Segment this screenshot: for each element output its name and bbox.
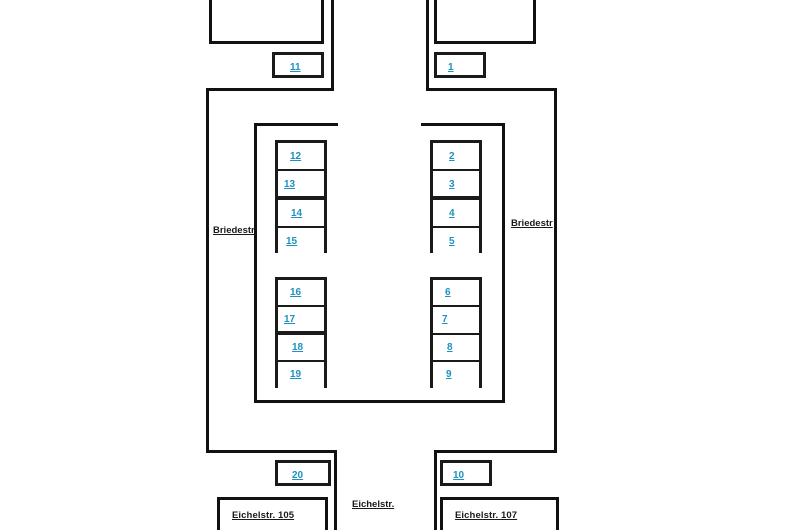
stall-5[interactable]: 5	[433, 228, 479, 256]
stall-3[interactable]: 3	[433, 171, 479, 200]
stall-7[interactable]: 7	[433, 307, 479, 335]
stall-20[interactable]: 20	[275, 460, 331, 486]
stall-number: 11	[290, 62, 301, 73]
stall-17[interactable]: 17	[278, 307, 324, 335]
stall-4[interactable]: 4	[433, 200, 479, 228]
stall-2[interactable]: 2	[433, 143, 479, 171]
stall-stack-upper-right: 2 3 4 5	[430, 140, 482, 256]
boundary-line-outer-top-right	[426, 88, 557, 91]
stall-number: 5	[449, 236, 455, 247]
boundary-line-lower-left-spur	[334, 450, 337, 530]
stall-number: 9	[446, 369, 452, 380]
building-briedestr-122: Briedestr. 122	[434, 0, 536, 44]
boundary-line-outer-bottom-right	[434, 450, 557, 453]
inner-boundary-right	[502, 123, 505, 403]
building-label: Eichelstr. 107	[455, 510, 518, 521]
stall-number: 13	[284, 179, 296, 190]
stall-number: 18	[292, 342, 304, 353]
stall-number: 12	[290, 151, 302, 162]
stall-number: 4	[449, 208, 455, 219]
stall-number: 8	[447, 342, 453, 353]
boundary-line-upper-right-spur	[426, 0, 429, 88]
stall-11[interactable]: 11	[272, 52, 324, 78]
stall-12[interactable]: 12	[278, 143, 324, 171]
stall-number: 6	[445, 287, 451, 298]
boundary-line-lower-right-spur	[434, 450, 437, 530]
stall-number: 17	[284, 314, 296, 325]
street-label-eichelstr: Eichelstr.	[352, 499, 395, 510]
inner-boundary-bottom	[254, 400, 505, 403]
stall-number: 1	[448, 62, 454, 73]
stall-number: 2	[449, 151, 455, 162]
stall-stack-upper-left: 12 13 14 15	[275, 140, 327, 256]
stall-stack-lower-right: 6 7 8 9	[430, 277, 482, 389]
stall-number: 15	[286, 236, 298, 247]
building-label: Eichelstr. 105	[232, 510, 295, 521]
stall-stack-lower-left: 16 17 18 19	[275, 277, 327, 389]
boundary-line-outer-bottom-left	[206, 450, 337, 453]
stall-number: 10	[453, 470, 465, 481]
building-eichelstr-105: Eichelstr. 105	[217, 497, 328, 530]
stall-18[interactable]: 18	[278, 335, 324, 362]
stall-number: 3	[449, 179, 455, 190]
stall-number: 19	[290, 369, 302, 380]
stall-9[interactable]: 9	[433, 362, 479, 389]
stall-number: 14	[291, 208, 303, 219]
boundary-line-outer-left	[206, 88, 209, 453]
boundary-line-upper-left-spur	[331, 0, 334, 88]
inner-boundary-top-left	[254, 123, 338, 126]
boundary-line-outer-top-left	[206, 88, 334, 91]
stall-14[interactable]: 14	[278, 200, 324, 228]
stall-number: 16	[290, 287, 302, 298]
street-label-briedestr-right: Briedestr	[511, 218, 553, 229]
stall-13[interactable]: 13	[278, 171, 324, 200]
building-eichelstr-107: Eichelstr. 107	[440, 497, 559, 530]
inner-boundary-top-right	[421, 123, 505, 126]
stall-6[interactable]: 6	[433, 280, 479, 307]
building-briedestr-108: Briedestr. 108	[209, 0, 324, 44]
stall-number: 20	[292, 470, 304, 481]
street-label-briedestr-left: Briedestr.	[213, 225, 257, 236]
stall-19[interactable]: 19	[278, 362, 324, 389]
boundary-line-outer-right	[554, 88, 557, 453]
stall-15[interactable]: 15	[278, 228, 324, 256]
stall-8[interactable]: 8	[433, 335, 479, 362]
stall-number: 7	[442, 314, 448, 325]
stall-1[interactable]: 1	[434, 52, 486, 78]
stall-16[interactable]: 16	[278, 280, 324, 307]
stall-10[interactable]: 10	[440, 460, 492, 486]
inner-boundary-left	[254, 123, 257, 403]
